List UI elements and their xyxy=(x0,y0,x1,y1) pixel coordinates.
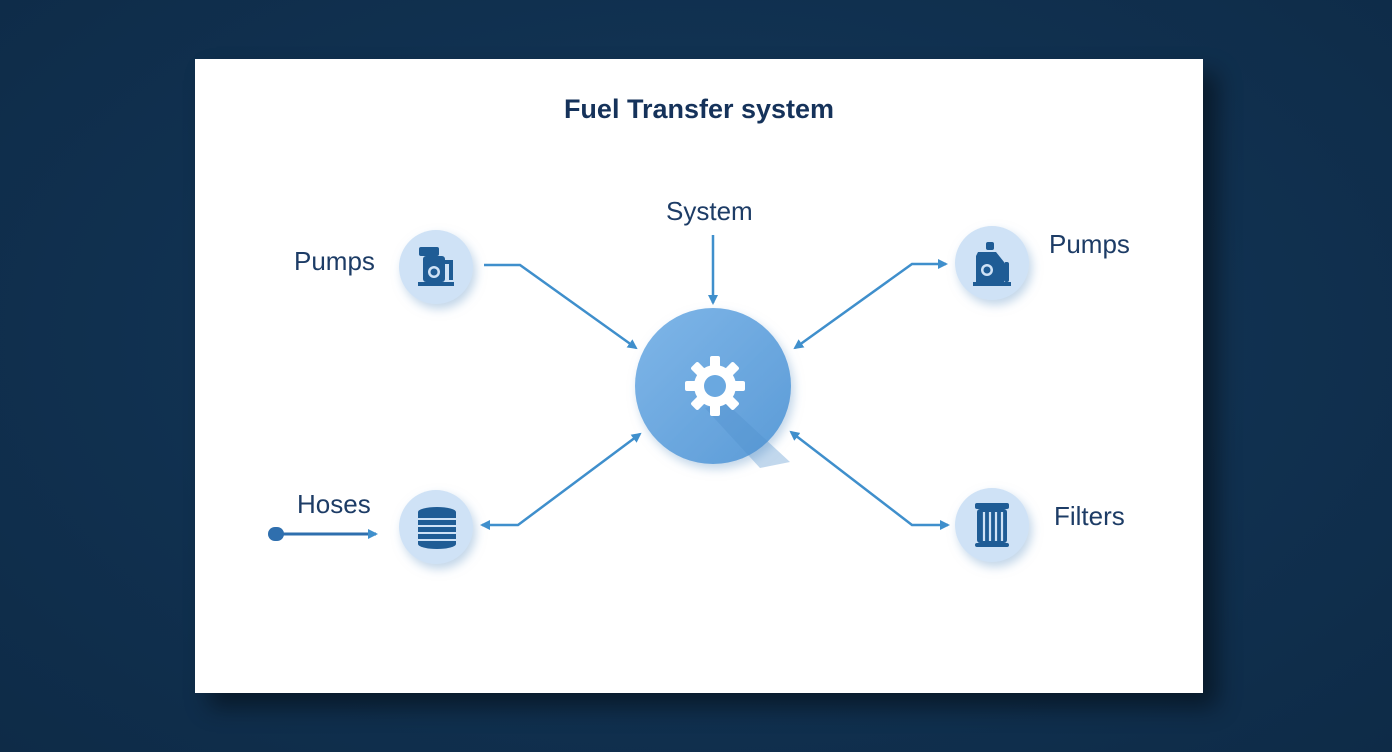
pumps-right-label: Pumps xyxy=(1049,229,1130,259)
pump-icon xyxy=(973,242,1011,286)
gear-icon xyxy=(685,356,790,468)
system-label: System xyxy=(666,196,753,226)
pumps-left-node xyxy=(399,230,473,304)
filters-node xyxy=(955,488,1029,562)
hose-reel-icon xyxy=(418,507,456,549)
diagram-title: Fuel Transfer system xyxy=(563,94,835,124)
filter-icon xyxy=(975,503,1009,547)
connector-filters-to-hub xyxy=(789,430,950,530)
pumps-left-label: Pumps xyxy=(294,246,375,276)
connector-pumps-right-to-hub xyxy=(793,259,948,350)
connector-pumps-left-to-hub xyxy=(484,263,638,350)
connector-hoses-to-hub xyxy=(480,432,642,530)
filters-label: Filters xyxy=(1054,501,1125,531)
pump-icon xyxy=(418,247,454,286)
hose-nozzle-arrow xyxy=(268,527,378,541)
pumps-right-node xyxy=(955,226,1029,300)
hoses-label: Hoses xyxy=(297,489,371,519)
hoses-node xyxy=(399,490,473,564)
